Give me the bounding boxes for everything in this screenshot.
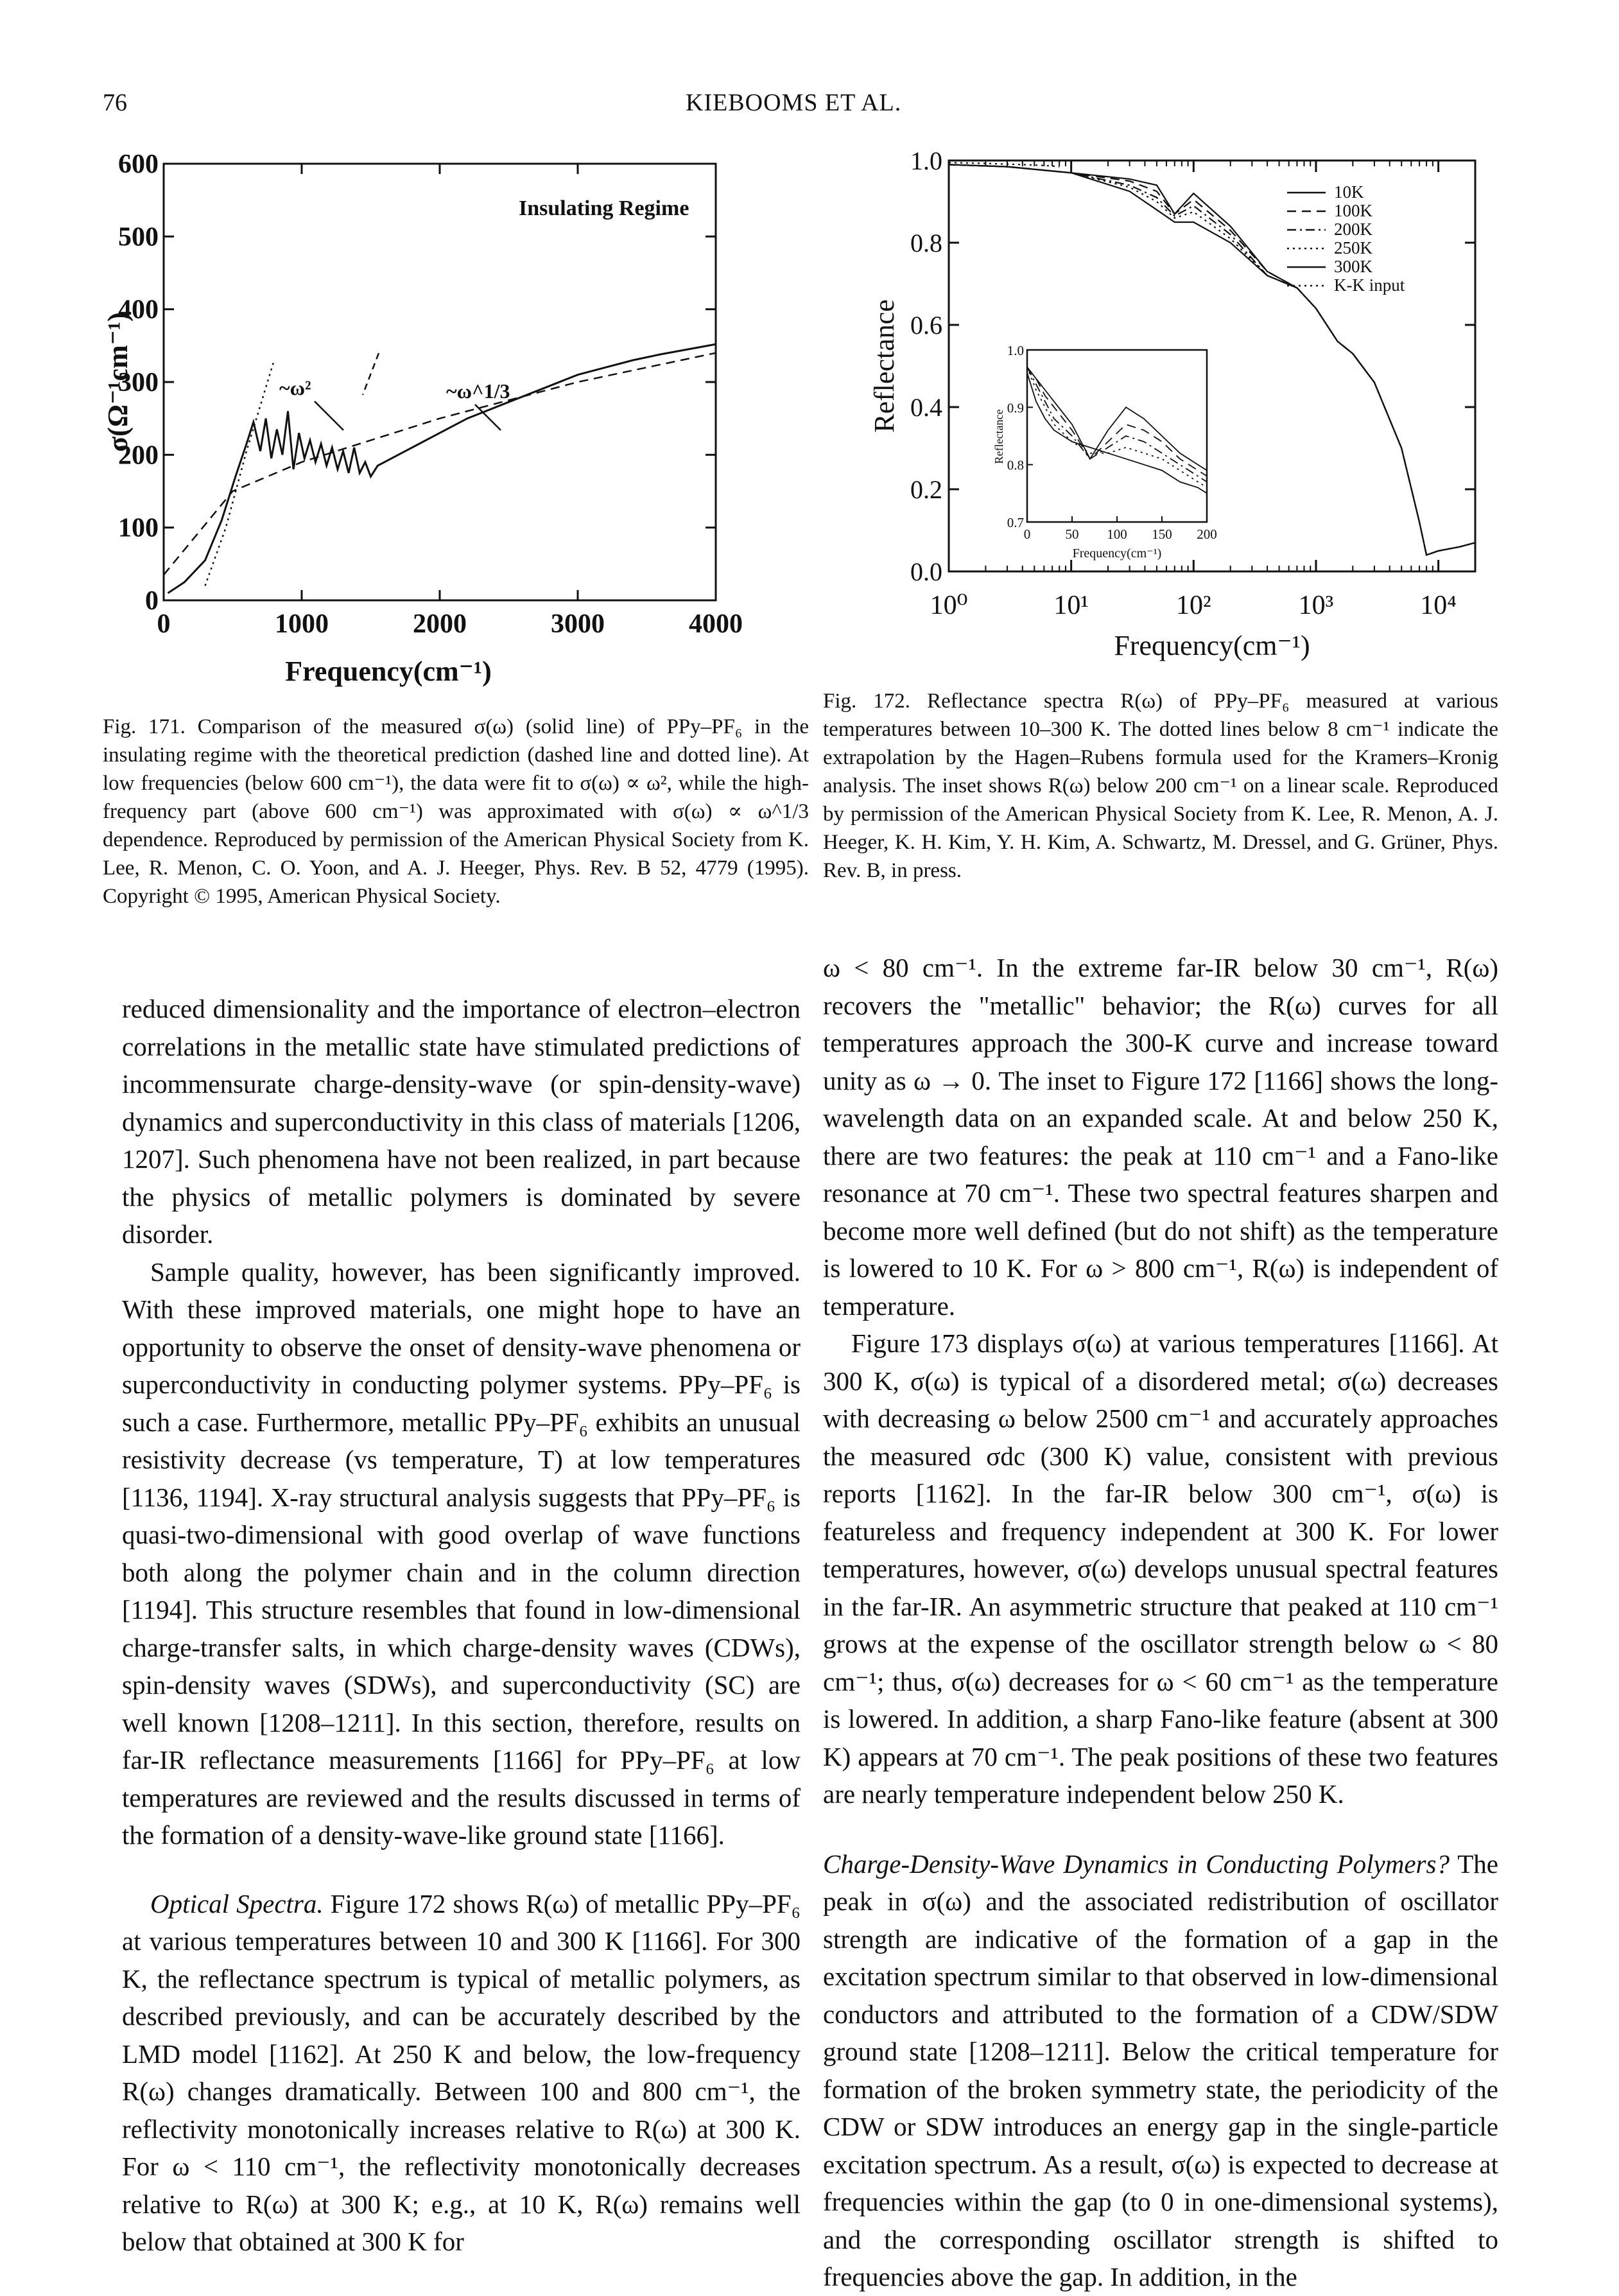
plot-frame bbox=[948, 159, 1476, 573]
tick-group: 0 1000 2000 3000 4000 0 100 200 300 400 500 600 bbox=[118, 150, 743, 639]
section-heading: Charge-Density-Wave Dynamics in Conducti… bbox=[823, 1848, 1450, 1879]
x-tick-label: 0 bbox=[157, 609, 171, 639]
series-group bbox=[948, 162, 1476, 556]
annotation-omega-squared: ~ω² bbox=[279, 376, 311, 399]
paragraph: Charge-Density-Wave Dynamics in Conducti… bbox=[823, 1845, 1498, 2296]
x-tick-label: 10⁴ bbox=[1420, 591, 1457, 620]
inset-x-tick-label: 50 bbox=[1066, 526, 1079, 542]
figure-171-chart: 0 1000 2000 3000 4000 0 100 200 300 400 500 600 Ins… bbox=[102, 150, 743, 687]
x-tick-label: 4000 bbox=[689, 609, 743, 639]
x-tick-label: 10² bbox=[1176, 591, 1211, 620]
legend-label: 10K bbox=[1334, 182, 1364, 202]
series-line-dotted bbox=[204, 360, 275, 586]
figure-171-caption: Fig. 171. Comparison of the measured σ(ω… bbox=[103, 715, 809, 908]
running-head: KIEBOOMS ET AL. bbox=[686, 89, 902, 116]
x-axis-label: Frequency(cm⁻¹) bbox=[285, 656, 492, 687]
arrow-omega-squared bbox=[314, 401, 344, 431]
paragraph: ω < 80 cm⁻¹. In the extreme far-IR below… bbox=[823, 953, 1498, 1321]
series-line bbox=[948, 162, 1060, 168]
legend-label: 250K bbox=[1334, 238, 1373, 257]
y-tick-label: 0.8 bbox=[910, 229, 942, 257]
paragraph: reduced dimensionality and the importanc… bbox=[122, 994, 801, 1249]
inset-series-line bbox=[1026, 372, 1208, 494]
series-line-solid bbox=[167, 343, 716, 594]
left-column: reduced dimensionality and the importanc… bbox=[122, 990, 801, 2261]
y-axis-label: Reflectance bbox=[869, 299, 900, 433]
y-tick-label: 200 bbox=[118, 440, 159, 470]
paragraph-text: Figure 172 shows R(ω) of metallic PPy–PF… bbox=[122, 1888, 801, 2257]
right-column: ω < 80 cm⁻¹. In the extreme far-IR below… bbox=[823, 949, 1498, 2296]
legend-label: 200K bbox=[1334, 220, 1373, 239]
paragraph: Sample quality, however, has been signif… bbox=[122, 1257, 801, 1850]
x-tick-label: 10³ bbox=[1299, 591, 1334, 620]
annotation-insulating-regime: Insulating Regime bbox=[519, 196, 689, 220]
paragraph: Figure 173 displays σ(ω) at various temp… bbox=[823, 1328, 1498, 1809]
legend-label: 100K bbox=[1334, 201, 1373, 220]
inset-y-axis-label: Reflectance bbox=[992, 410, 1005, 464]
x-tick-label: 2000 bbox=[413, 609, 467, 639]
y-tick-label: 0.0 bbox=[910, 557, 942, 586]
y-tick-label: 0.6 bbox=[910, 311, 942, 340]
inset-y-tick-label: 0.9 bbox=[1007, 400, 1024, 415]
inset-x-tick-label: 100 bbox=[1107, 526, 1127, 542]
series-group bbox=[163, 343, 716, 594]
inset-series-line bbox=[1026, 367, 1208, 477]
inset-x-axis-label: Frequency(cm⁻¹) bbox=[1073, 546, 1162, 561]
y-tick-label: 600 bbox=[118, 150, 159, 179]
inset-y-tick-label: 1.0 bbox=[1007, 343, 1024, 358]
inset-frame bbox=[1026, 349, 1208, 523]
y-tick-label: 0 bbox=[145, 586, 159, 616]
y-tick-label: 1.0 bbox=[910, 146, 942, 175]
section-heading: Optical Spectra. bbox=[150, 1888, 324, 1918]
inset-x-tick-label: 0 bbox=[1024, 526, 1031, 542]
annotation-omega-third: ~ω^1/3 bbox=[446, 379, 510, 403]
y-tick-label: 300 bbox=[118, 368, 159, 397]
tick-group: 10⁰ 10¹ 10² 10³ 10⁴ 0.0 0.2 0.4 0.6 0.8 1.0 bbox=[910, 146, 1476, 620]
plot-frame bbox=[162, 162, 717, 602]
series-line bbox=[948, 164, 1476, 556]
fit-line-extension bbox=[361, 352, 380, 396]
legend-label: K-K input bbox=[1334, 275, 1405, 295]
inset-y-tick-label: 0.7 bbox=[1007, 515, 1024, 530]
x-tick-label: 10¹ bbox=[1053, 591, 1089, 620]
arrow-omega-third bbox=[474, 404, 501, 431]
y-tick-label: 0.4 bbox=[910, 393, 942, 422]
x-axis-label: Frequency(cm⁻¹) bbox=[1114, 630, 1310, 661]
y-tick-label: 0.2 bbox=[910, 475, 942, 504]
figure-171: 0 1000 2000 3000 4000 0 100 200 300 400 500 600 Ins… bbox=[102, 148, 745, 700]
inset-y-tick-label: 0.8 bbox=[1007, 458, 1024, 473]
y-tick-label: 500 bbox=[118, 222, 159, 252]
inset-x-tick-label: 200 bbox=[1197, 526, 1217, 542]
inset-chart: 0 50 100 150 200 0.7 0.8 0.9 1.0 bbox=[1007, 343, 1217, 542]
figure-172-caption: Fig. 172. Reflectance spectra R(ω) of PP… bbox=[823, 690, 1498, 882]
y-tick-label: 100 bbox=[118, 514, 159, 543]
paragraph: Optical Spectra. Figure 172 shows R(ω) o… bbox=[122, 1885, 801, 2261]
x-tick-label: 1000 bbox=[275, 609, 329, 639]
inset-series-line bbox=[1026, 367, 1208, 483]
y-tick-label: 400 bbox=[118, 295, 159, 325]
x-tick-label: 10⁰ bbox=[930, 591, 968, 620]
y-axis-label: σ(Ω⁻¹cm⁻¹) bbox=[103, 312, 134, 452]
page-number: 76 bbox=[103, 89, 127, 116]
x-tick-label: 3000 bbox=[551, 609, 605, 639]
inset-x-tick-label: 150 bbox=[1152, 526, 1172, 542]
inset-series-line bbox=[1026, 367, 1208, 471]
legend-label: 300K bbox=[1334, 257, 1373, 276]
paragraph-text: The peak in σ(ω) and the associated redi… bbox=[823, 1848, 1499, 2292]
series-line-dashed bbox=[163, 352, 716, 576]
